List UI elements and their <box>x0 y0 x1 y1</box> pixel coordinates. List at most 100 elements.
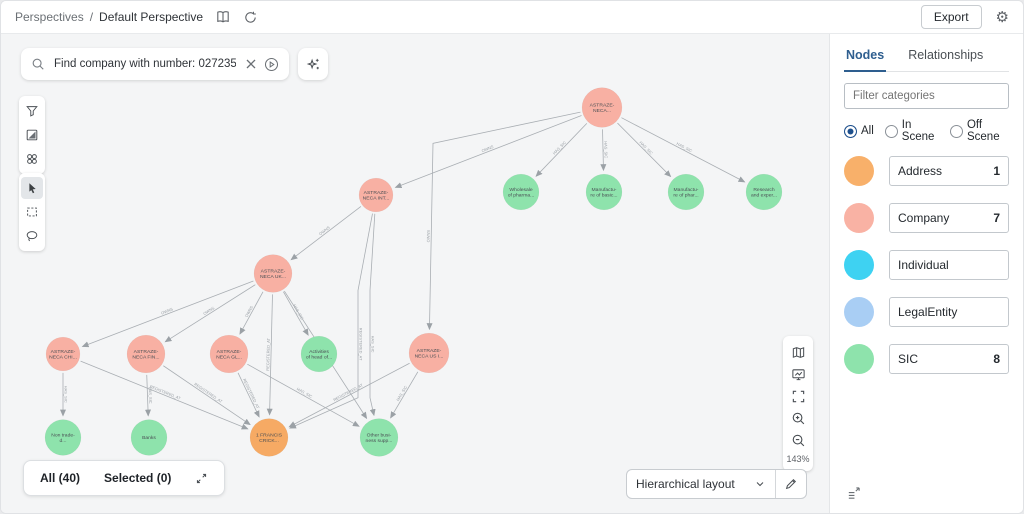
search-bar[interactable] <box>21 48 289 80</box>
marquee-select-tool[interactable] <box>21 201 43 223</box>
edit-layout-button[interactable] <box>776 470 806 498</box>
refresh-icon[interactable] <box>243 10 258 25</box>
edge-label: HAS_SIC <box>63 386 68 403</box>
export-button[interactable]: Export <box>920 5 982 29</box>
graph-node-c_int[interactable] <box>358 177 394 213</box>
radio-icon[interactable] <box>844 124 857 138</box>
graph-edge <box>239 291 264 335</box>
graph-edge <box>80 360 249 430</box>
graph-node-s_activities[interactable] <box>300 335 338 373</box>
search-input[interactable] <box>52 57 238 71</box>
graph-node-label: Non trade-d... <box>51 432 75 443</box>
slicer-icon <box>25 128 39 142</box>
graph-node-c_gl[interactable] <box>209 334 249 374</box>
radio-icon[interactable] <box>949 124 963 138</box>
category-color-swatch[interactable] <box>844 344 874 374</box>
graph-node-label: Manufactu-re of basic... <box>590 187 617 198</box>
fit-to-screen-tool[interactable] <box>787 385 809 407</box>
minimap-tool[interactable] <box>787 341 809 363</box>
edge-label: REGISTERED_AT <box>265 337 271 370</box>
chevron-down-icon <box>754 478 766 490</box>
graph-node-a_addr[interactable] <box>249 418 289 457</box>
graph-edge <box>81 280 254 348</box>
graph-edge <box>290 206 362 261</box>
scope-option-all[interactable]: All <box>844 124 874 138</box>
zoom-out-tool[interactable] <box>787 429 809 451</box>
graph-node-s_other[interactable] <box>359 418 399 457</box>
graph-node-s_manu_phar[interactable] <box>667 173 705 211</box>
lasso-icon <box>25 229 39 243</box>
knot-icon <box>25 152 39 166</box>
category-box[interactable]: LegalEntity <box>889 297 1009 327</box>
graph-node-label: Manufactu-re of phar... <box>673 187 698 198</box>
expand-panel-icon[interactable] <box>195 472 208 485</box>
graph-edge <box>369 213 376 417</box>
pattern-tool[interactable] <box>21 148 43 170</box>
panel-collapse-icon[interactable] <box>846 486 861 501</box>
auto-suggest-button[interactable] <box>298 48 328 80</box>
category-color-swatch[interactable] <box>844 250 874 280</box>
zoom-out-icon <box>791 433 806 448</box>
graph-node-s_manu_basic[interactable] <box>585 173 623 211</box>
radio-label: All <box>861 125 874 137</box>
edge-label: HAS_SIC <box>603 141 608 158</box>
sidebar-tabs: Nodes Relationships <box>844 44 1009 72</box>
layout-select-value: Hierarchical layout <box>636 477 735 491</box>
perspective-book-icon[interactable] <box>215 9 231 25</box>
category-color-swatch[interactable] <box>844 156 874 186</box>
graph-node-label: ASTRAZE-NECA CHI... <box>49 349 77 360</box>
run-search-icon[interactable] <box>264 57 279 72</box>
all-count-label[interactable]: All (40) <box>40 471 81 485</box>
search-icon <box>31 57 45 71</box>
tab-relationships[interactable]: Relationships <box>908 48 984 62</box>
graph-node-c_ch[interactable] <box>45 336 81 372</box>
zoom-in-tool[interactable] <box>787 407 809 429</box>
settings-gear-icon[interactable]: ⚙ <box>995 9 1009 26</box>
graph-edge <box>394 115 582 189</box>
category-color-swatch[interactable] <box>844 297 874 327</box>
category-color-swatch[interactable] <box>844 203 874 233</box>
clear-search-icon[interactable] <box>245 58 257 70</box>
breadcrumb-root[interactable]: Perspectives <box>15 10 84 24</box>
graph-node-s_wholesale[interactable] <box>502 173 540 211</box>
map-icon <box>791 345 806 360</box>
radio-icon[interactable] <box>884 124 898 138</box>
graph-node-c_top[interactable] <box>581 87 623 128</box>
fit-view-icon <box>791 389 806 404</box>
category-box[interactable]: Individual <box>889 250 1009 280</box>
graph-node-s_banks[interactable] <box>130 419 168 456</box>
filter-categories-input[interactable] <box>844 83 1009 109</box>
lasso-select-tool[interactable] <box>21 225 43 247</box>
top-bar: Perspectives / Default Perspective Expor… <box>1 1 1023 34</box>
edge-label: OWNS <box>318 225 331 237</box>
scene-summary-pill: All (40) Selected (0) <box>23 460 226 496</box>
graph-node-c_uk[interactable] <box>253 254 293 293</box>
graph-edge <box>283 291 309 336</box>
category-count: 8 <box>993 352 1000 366</box>
breadcrumb-current: Default Perspective <box>99 10 204 24</box>
tab-nodes[interactable]: Nodes <box>844 44 887 72</box>
graph-node-label: Other busi-ness supp... <box>366 432 393 443</box>
graph-node-c_usi[interactable] <box>408 332 450 374</box>
graph-node-s_research[interactable] <box>745 173 783 211</box>
edge-label: REGISTERED_AT <box>193 381 223 404</box>
selected-count-label[interactable]: Selected (0) <box>104 471 172 485</box>
category-count: 7 <box>993 211 1000 225</box>
presentation-tool[interactable] <box>787 363 809 385</box>
cursor-icon <box>25 181 39 195</box>
pointer-tool[interactable] <box>21 177 43 199</box>
graph-node-s_nontraded[interactable] <box>44 419 82 456</box>
scope-option-in-scene[interactable]: In Scene <box>884 119 939 143</box>
breadcrumb-separator: / <box>89 10 94 24</box>
scope-option-off-scene[interactable]: Off Scene <box>949 119 1009 143</box>
slicer-tool[interactable] <box>21 124 43 146</box>
filter-tool[interactable] <box>21 100 43 122</box>
graph-node-c_fin[interactable] <box>126 334 166 374</box>
layout-select[interactable]: Hierarchical layout <box>627 470 775 498</box>
